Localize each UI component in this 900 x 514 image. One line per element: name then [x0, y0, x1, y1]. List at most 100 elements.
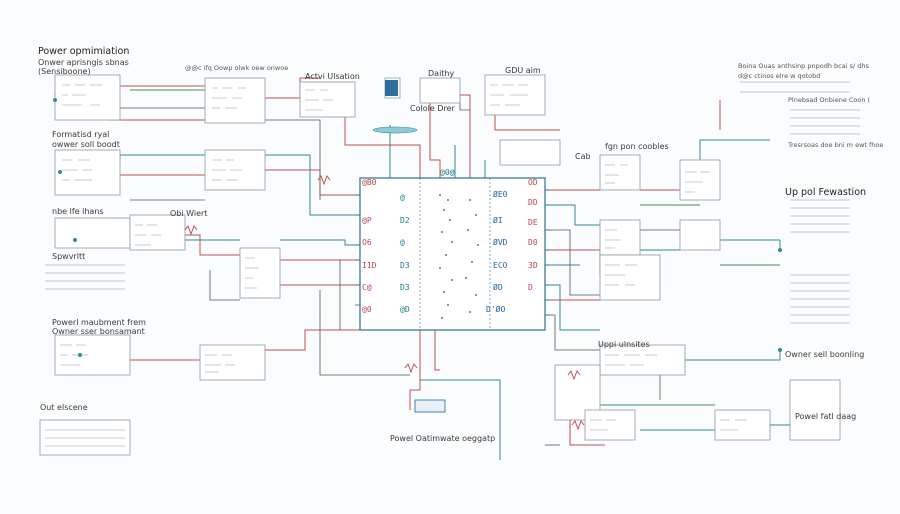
label-spwvrlt: Spwvrltt: [52, 252, 86, 261]
main-ic-pins: [355, 189, 550, 316]
block-out: [39, 419, 131, 456]
wire: [460, 94, 471, 182]
label-right-header4: Tresrsoas doe bni m ewt fhoe: [788, 141, 884, 149]
label-ops: fgn pon coobles: [605, 142, 669, 151]
ic-pin-label: ECO: [493, 261, 508, 270]
right-text-lines: [45, 81, 860, 447]
label-powerl-mattment: Powerl maubment frem: [52, 318, 146, 327]
wire: [265, 119, 321, 200]
block-bottom-left-chip: [414, 399, 446, 413]
label-panel-top-center: @@c ifq Oowp olwk oew onwoe: [185, 64, 289, 72]
label-owner-sei: Owner sser bonsamant: [52, 327, 145, 336]
block-top-center: [204, 77, 266, 124]
ic-pin-label: D3: [400, 261, 410, 270]
box-glyphs: [60, 84, 747, 431]
label-out-elscene: Out elscene: [40, 403, 88, 412]
wire: [265, 329, 360, 351]
wire: [459, 95, 470, 111]
wire: [699, 139, 770, 160]
ic-pin-label: @0: [362, 305, 372, 314]
label-oxi-detect: Obi Wiert: [170, 209, 208, 218]
block-bottom-mid2: [584, 409, 636, 441]
ic-pin-label: ØI: [493, 216, 503, 225]
wire: [434, 330, 440, 371]
wire: [344, 105, 421, 180]
label-cab: Cab: [575, 152, 591, 161]
ic-pin-label: 3D: [528, 261, 538, 270]
chip-top-label: @0@: [440, 168, 455, 177]
block-battery: [419, 77, 461, 104]
label-power-fatli: Powel fatl daag: [795, 412, 857, 421]
block-matt-mid: [199, 344, 266, 381]
ic-pin-label: D0: [528, 238, 538, 247]
block-right-mid3: [599, 254, 661, 301]
main-ic-dots: [439, 194, 479, 319]
ic-pin-label: @D: [400, 305, 410, 314]
label-up-pol: Up pol Fewastion: [785, 187, 867, 198]
label-power-optimization-sub2: (Sensiboone): [38, 67, 91, 76]
block-uupi: [599, 344, 686, 376]
block-ops: [599, 154, 641, 191]
wire: [429, 90, 441, 182]
label-clock-driver: Colole Drer: [410, 104, 455, 113]
wire: [545, 314, 600, 351]
ic-pin-label: @: [400, 238, 405, 247]
label-power-ostimwat: Powel Oatimwate oeggatp: [390, 434, 496, 443]
ic-pin-label: ØVD: [493, 238, 508, 247]
label-power-optimization: Power opmimiation: [38, 46, 130, 57]
wire: [265, 154, 360, 216]
block-detect: [129, 214, 186, 251]
label-gbus: GDU aim: [505, 66, 541, 75]
wire: [569, 420, 605, 446]
block-bottom-right: [714, 409, 771, 441]
ic-pin-label: ØE0: [493, 190, 508, 199]
ic-pin-label: @P: [362, 216, 372, 225]
ic-pin-label: I1D: [362, 261, 377, 270]
ic-pin-label: DE: [528, 218, 538, 227]
wire: [280, 239, 360, 246]
block-active: [299, 81, 356, 118]
block-formatted: [54, 149, 121, 196]
label-power-optimization-sub: Onwer aprisngis sbnas: [38, 58, 129, 67]
ic-pin-label: D: [528, 283, 533, 292]
ic-pin-label: O6: [362, 238, 372, 247]
ic-pin-label: C@: [362, 283, 372, 292]
label-right-header3: Plnebsad Onbiene Coon (: [788, 96, 871, 104]
components: [184, 174, 585, 431]
block-power-opt: [54, 74, 121, 121]
ic-pin-label: D2: [400, 216, 410, 225]
block-right-mid2: [679, 219, 721, 251]
label-right-header2: d@c ctinos elre w qotobd: [738, 72, 821, 80]
label-active-ulsation: Actvi Ulsation: [305, 72, 360, 81]
wire: [545, 229, 600, 296]
ic-pin-label: DD: [528, 198, 538, 207]
ic-pin-label: @: [400, 193, 405, 202]
block-detect-left: [54, 217, 131, 249]
label-owner-sell: Owner sell boonling: [785, 350, 865, 359]
wire: [420, 379, 501, 460]
block-spwv: [239, 247, 281, 299]
wire: [409, 330, 421, 410]
ic-pin-label: OD: [528, 178, 538, 187]
wire: [545, 204, 600, 226]
main-ic: [355, 177, 550, 331]
label-uupi: Uppi ulnsites: [598, 340, 650, 349]
wire: [265, 169, 360, 196]
label-formatted-ryal: Formatisd ryal: [52, 130, 110, 139]
block-cab: [679, 159, 721, 201]
ic-pin-label: @B0: [362, 178, 377, 187]
display-icon: [385, 80, 398, 96]
label-display: Daithy: [428, 69, 455, 78]
probe-shape: [372, 126, 418, 134]
wire: [319, 290, 410, 376]
label-right-header: Boina Ouas anthsinp pnpodh bcai s/ dhs: [738, 62, 869, 70]
block-right-mid1: [599, 219, 641, 256]
ic-pin-label: ØD: [493, 283, 503, 292]
main-ic-body: [359, 177, 546, 331]
wire: [660, 350, 781, 361]
block-right-panel: [789, 379, 841, 441]
wire: [545, 284, 600, 331]
ic-pin-label: D3: [400, 283, 410, 292]
wire: [209, 270, 240, 301]
